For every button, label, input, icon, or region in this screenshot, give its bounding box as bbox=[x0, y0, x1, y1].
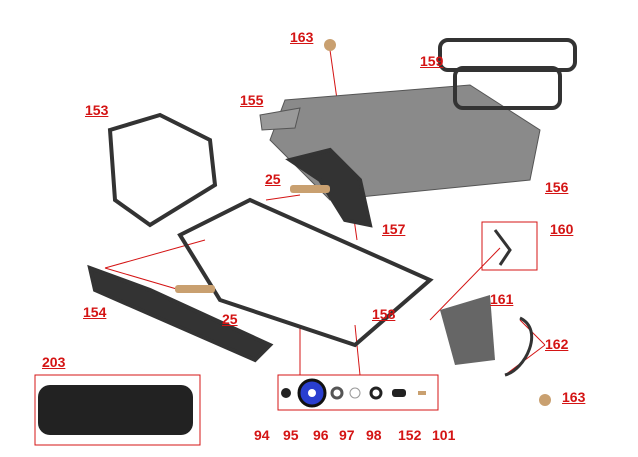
label-96: 96 bbox=[313, 427, 329, 443]
label-157: 157 bbox=[382, 221, 406, 237]
floor-plate-156 bbox=[269, 84, 541, 201]
label-158: 158 bbox=[372, 306, 396, 322]
label-162: 162 bbox=[545, 336, 569, 352]
label-152: 152 bbox=[398, 427, 422, 443]
track-203 bbox=[38, 385, 193, 435]
label-25: 25 bbox=[265, 171, 281, 187]
bolt-25 bbox=[290, 185, 330, 193]
label-160: 160 bbox=[550, 221, 574, 237]
label-163: 163 bbox=[562, 389, 586, 405]
roll-cage-153 bbox=[107, 112, 218, 228]
label-154: 154 bbox=[83, 304, 107, 320]
label-94: 94 bbox=[254, 427, 270, 443]
footrest-154 bbox=[87, 264, 274, 363]
label-155: 155 bbox=[240, 92, 264, 108]
label-95: 95 bbox=[283, 427, 299, 443]
label-153: 153 bbox=[85, 102, 109, 118]
label-163: 163 bbox=[290, 29, 314, 45]
label-98: 98 bbox=[366, 427, 382, 443]
mudguard-161 bbox=[440, 295, 495, 365]
label-159: 159 bbox=[420, 53, 444, 69]
label-161: 161 bbox=[490, 291, 514, 307]
footrest-157 bbox=[285, 147, 373, 228]
label-25: 25 bbox=[222, 311, 238, 327]
label-101: 101 bbox=[432, 427, 456, 443]
label-156: 156 bbox=[545, 179, 569, 195]
heel-guard-155 bbox=[259, 107, 301, 131]
label-203: 203 bbox=[42, 354, 66, 370]
rack-159 bbox=[438, 38, 577, 72]
label-97: 97 bbox=[339, 427, 355, 443]
